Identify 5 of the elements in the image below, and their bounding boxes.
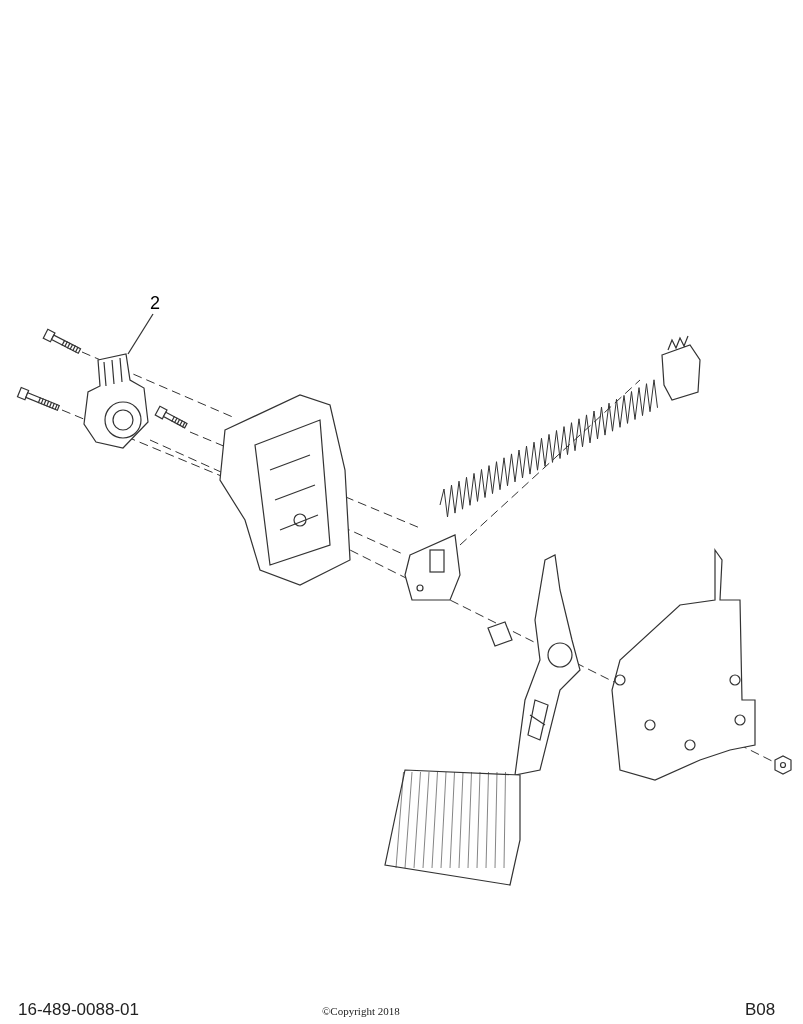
part-number: 16-489-0088-01 (18, 1000, 139, 1020)
copyright-notice: ©Copyright 2018 (322, 1005, 400, 1017)
callout-number: 2 (146, 292, 164, 314)
page-code: B08 (745, 1000, 776, 1020)
leader-line (127, 313, 154, 355)
